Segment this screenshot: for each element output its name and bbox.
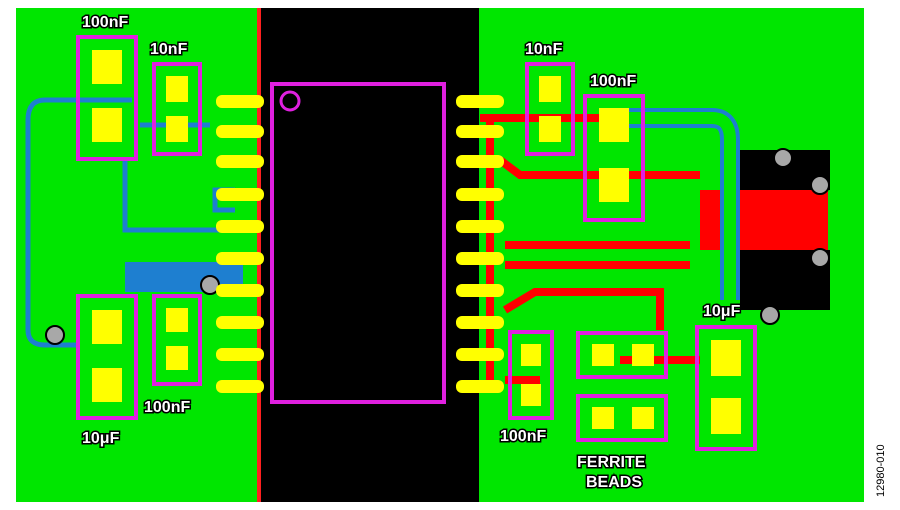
right-green-trace — [620, 112, 736, 300]
label-c5: 100nF — [144, 399, 190, 416]
capacitor-c2 — [152, 62, 202, 156]
right-red-pour — [700, 190, 828, 250]
board-notch — [479, 470, 864, 502]
capacitor-c1 — [76, 35, 138, 161]
label-c4: 100nF — [590, 73, 636, 90]
figure-number: 12980-010 — [875, 444, 887, 497]
label-c6: 10μF — [82, 430, 120, 447]
label-c7: 10μF — [703, 303, 741, 320]
label-c2: 10nF — [150, 41, 188, 58]
capacitor-c6 — [152, 294, 202, 386]
label-c8: 100nF — [500, 428, 546, 445]
ic-right-pins — [456, 95, 504, 393]
label-ferrite-beads-line2: BEADS — [586, 474, 642, 491]
label-ferrite-beads-line1: FERRITE — [577, 454, 646, 471]
ferrite-bead-2 — [576, 394, 668, 442]
capacitor-c3 — [525, 62, 575, 156]
ic-pin1-marker — [279, 90, 301, 112]
label-c3: 10nF — [525, 41, 563, 58]
ic-left-pins — [216, 95, 264, 393]
vias — [45, 148, 830, 345]
ic-silkscreen-outline — [270, 82, 446, 404]
label-c1: 100nF — [82, 14, 128, 31]
capacitor-c5 — [76, 294, 138, 420]
capacitor-c7 — [695, 325, 757, 451]
capacitor-c4 — [583, 94, 645, 222]
capacitor-c8 — [508, 330, 554, 420]
ferrite-bead-1 — [576, 331, 668, 379]
